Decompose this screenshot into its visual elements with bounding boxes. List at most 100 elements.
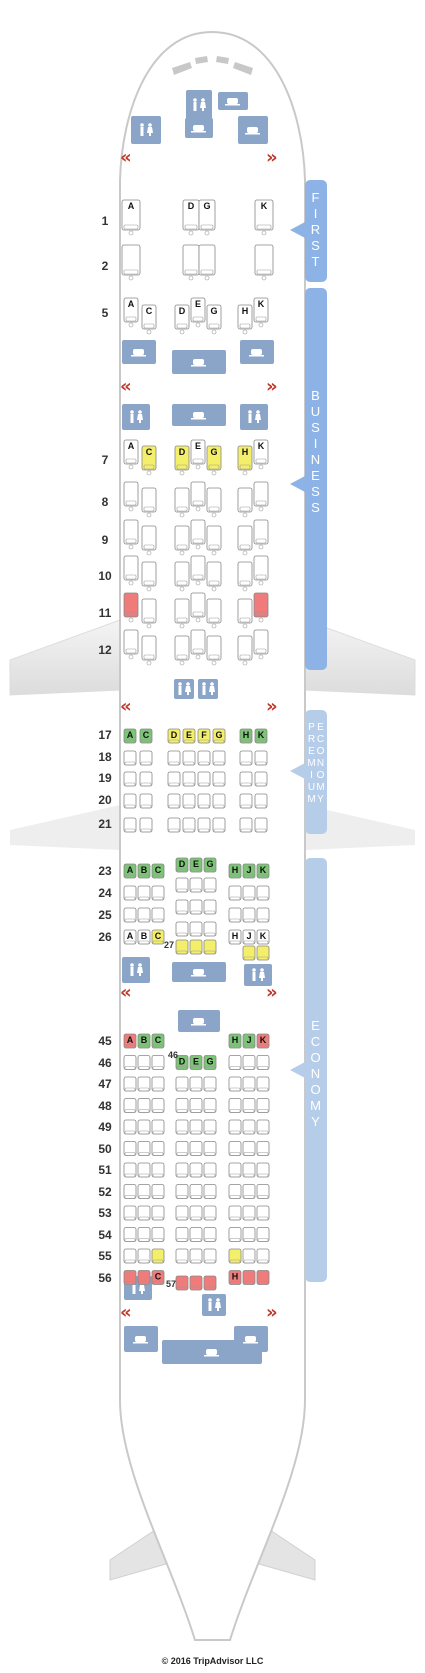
economy-seat-J[interactable]: J (242, 1033, 256, 1049)
pe-seat-D[interactable] (167, 793, 181, 809)
economy-seat-D[interactable] (175, 1227, 189, 1242)
economy-seat[interactable] (203, 899, 217, 915)
seat-26B[interactable]: B (137, 929, 151, 945)
pe-seat-H[interactable] (239, 817, 253, 833)
economy-seat-G[interactable] (203, 1184, 217, 1199)
seat-27E[interactable] (189, 939, 203, 955)
economy-seat-C[interactable] (151, 1162, 165, 1178)
economy-seat-K[interactable] (256, 1248, 270, 1264)
economy-seat-D[interactable] (175, 1119, 189, 1135)
pe-seat-F[interactable]: F (197, 728, 211, 744)
business-seat-A[interactable] (123, 592, 139, 623)
seat-2G[interactable] (198, 244, 216, 281)
economy-seat[interactable] (189, 899, 203, 915)
economy-seat-D[interactable]: D (175, 1055, 189, 1070)
business-seat-G[interactable]: G (206, 445, 222, 476)
economy-seat-A[interactable] (123, 1162, 137, 1178)
business-seat-K[interactable] (253, 592, 269, 623)
economy-seat[interactable] (123, 885, 137, 901)
business-seat-E[interactable] (190, 481, 206, 512)
economy-seat[interactable] (228, 885, 242, 901)
economy-seat-H[interactable] (228, 1076, 242, 1092)
economy-seat-C[interactable]: C (151, 1033, 165, 1049)
business-seat-G[interactable] (206, 487, 222, 518)
economy-seat-J[interactable] (242, 1098, 256, 1113)
business-seat-K[interactable] (253, 519, 269, 550)
seat-5E[interactable]: E (190, 297, 206, 328)
business-seat-H[interactable] (237, 487, 253, 518)
economy-seat-C[interactable] (151, 1076, 165, 1092)
economy-seat-K[interactable] (256, 1205, 270, 1221)
economy-seat[interactable] (242, 885, 256, 901)
economy-seat-D[interactable] (175, 1076, 189, 1092)
economy-seat-D[interactable] (175, 1141, 189, 1156)
business-seat-H[interactable] (237, 525, 253, 556)
economy-seat-C[interactable] (151, 1141, 165, 1156)
seat-27K[interactable] (256, 945, 270, 961)
pe-seat-C[interactable] (139, 793, 153, 809)
business-seat-D[interactable]: D (174, 445, 190, 476)
business-seat-A[interactable] (123, 481, 139, 512)
economy-seat-H[interactable] (228, 1119, 242, 1135)
economy-seat-E[interactable] (189, 1162, 203, 1178)
pe-seat-A[interactable] (123, 817, 137, 833)
pe-seat-C[interactable] (139, 750, 153, 766)
economy-seat-C[interactable]: C (151, 1270, 165, 1285)
economy-seat-C[interactable] (151, 1098, 165, 1113)
pe-seat-A[interactable]: A (123, 728, 137, 744)
economy-seat-J[interactable] (242, 1162, 256, 1178)
pe-seat-D[interactable] (167, 750, 181, 766)
economy-seat-J[interactable] (242, 1205, 256, 1221)
business-seat-E[interactable] (190, 555, 206, 586)
economy-seat-B[interactable] (137, 1055, 151, 1070)
seat-27D[interactable] (175, 939, 189, 955)
economy-seat-K[interactable] (256, 1162, 270, 1178)
business-seat-C[interactable] (141, 635, 157, 666)
business-seat-E[interactable] (190, 592, 206, 623)
seat-5K[interactable]: K (253, 297, 269, 328)
business-seat-K[interactable] (253, 481, 269, 512)
pe-seat-D[interactable]: D (167, 728, 181, 744)
pe-seat-G[interactable] (212, 771, 226, 787)
economy-seat[interactable] (256, 907, 270, 923)
business-seat-K[interactable]: K (253, 439, 269, 470)
economy-seat-J[interactable] (242, 1248, 256, 1264)
business-seat-H[interactable]: H (237, 445, 253, 476)
pe-seat-A[interactable] (123, 793, 137, 809)
pe-seat-C[interactable] (139, 771, 153, 787)
economy-seat[interactable] (137, 907, 151, 923)
economy-seat-A[interactable] (123, 1227, 137, 1242)
economy-seat-E[interactable] (189, 1205, 203, 1221)
business-seat-G[interactable] (206, 598, 222, 629)
business-seat-G[interactable] (206, 561, 222, 592)
economy-seat-B[interactable] (137, 1270, 151, 1285)
economy-seat-K[interactable]: K (256, 1033, 270, 1049)
pe-seat-G[interactable] (212, 750, 226, 766)
economy-seat-J[interactable] (242, 1270, 256, 1285)
economy-seat-D[interactable] (175, 1162, 189, 1178)
pe-seat-D[interactable] (167, 771, 181, 787)
seat-23K[interactable]: K (256, 863, 270, 879)
economy-seat-A[interactable] (123, 1076, 137, 1092)
economy-seat-K[interactable] (256, 1270, 270, 1285)
business-seat-A[interactable]: A (123, 439, 139, 470)
business-seat-E[interactable] (190, 629, 206, 660)
business-seat-C[interactable] (141, 598, 157, 629)
economy-seat-G[interactable] (203, 1205, 217, 1221)
pe-seat-C[interactable]: C (139, 728, 153, 744)
economy-seat-J[interactable] (242, 1119, 256, 1135)
seat-5D[interactable]: D (174, 304, 190, 335)
economy-seat-B[interactable] (137, 1162, 151, 1178)
economy-seat-K[interactable] (256, 1098, 270, 1113)
economy-seat-A[interactable] (123, 1141, 137, 1156)
pe-seat-K[interactable] (254, 750, 268, 766)
pe-seat-G[interactable] (212, 817, 226, 833)
economy-seat-H[interactable] (228, 1205, 242, 1221)
pe-seat-K[interactable] (254, 771, 268, 787)
economy-seat-H[interactable] (228, 1098, 242, 1113)
economy-seat-H[interactable]: H (228, 1270, 242, 1285)
economy-seat-A[interactable] (123, 1055, 137, 1070)
economy-seat-C[interactable] (151, 1184, 165, 1199)
pe-seat-F[interactable] (197, 817, 211, 833)
economy-seat-A[interactable] (123, 1184, 137, 1199)
